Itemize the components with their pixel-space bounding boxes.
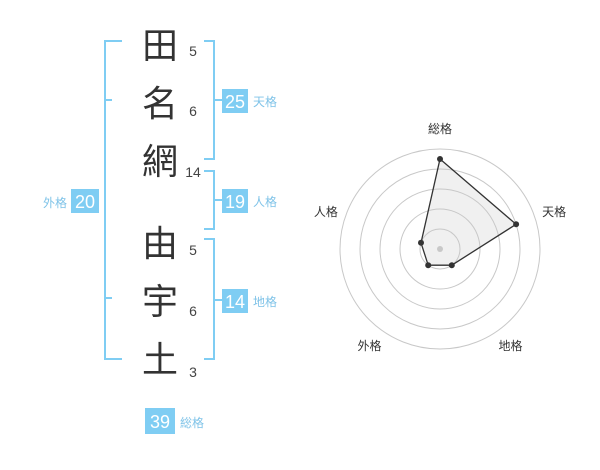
character-4: 由 (142, 224, 178, 265)
gaikaku-bracket (104, 40, 122, 360)
radar-axis-label-5: 人格 (314, 204, 338, 219)
radar-ring-5 (339, 148, 541, 350)
character-2: 名 (142, 84, 178, 125)
character-5: 宇 (142, 282, 178, 323)
stroke-count-1: 5 (189, 43, 197, 59)
jinkaku-value: 19 (225, 192, 245, 212)
radar-point-5 (418, 239, 424, 246)
radar-axis-label-3: 地格 (498, 338, 522, 353)
stroke-count-6: 3 (189, 364, 197, 380)
brackets (104, 40, 222, 360)
soukaku-value: 39 (150, 412, 170, 432)
radar-polygon (420, 157, 518, 266)
radar-point-4 (425, 262, 432, 269)
stroke-count-5: 6 (189, 303, 197, 319)
soukaku-badge: 39 総格 (145, 408, 204, 434)
chikaku-label: 地格 (253, 294, 277, 309)
jinkaku-label: 人格 (253, 194, 277, 209)
jinkaku-badge: 19 人格 (222, 189, 277, 213)
stroke-count-4: 5 (189, 242, 197, 258)
radar-axis-label-1: 総格 (428, 121, 452, 136)
chikaku-bracket (204, 238, 222, 360)
soukaku-label: 総格 (180, 415, 204, 430)
tenkaku-label: 天格 (253, 94, 277, 109)
radar-ring-2 (399, 208, 481, 290)
radar-point-1 (437, 156, 443, 162)
character-1: 田 (142, 26, 178, 67)
radar-axis-label-4: 外格 (357, 338, 381, 353)
radar-rings (339, 148, 541, 350)
tenkaku-badge: 25 天格 (222, 89, 277, 113)
chikaku-badge: 14 地格 (222, 289, 277, 313)
tenkaku-bracket (204, 40, 222, 160)
radar-center-dot (437, 246, 443, 252)
radar-point-2 (513, 221, 520, 228)
gaikaku-label: 外格 (43, 195, 67, 210)
tenkaku-value: 25 (225, 92, 245, 112)
stroke-counts: 5 6 14 5 6 3 (185, 43, 201, 380)
character-column: 田 名 網 由 宇 土 (142, 26, 178, 381)
radar-points (418, 156, 520, 269)
radar-point-3 (448, 262, 455, 269)
chikaku-value: 14 (225, 292, 245, 312)
jinkaku-bracket (204, 170, 222, 230)
gaikaku-badge: 外格 20 (43, 189, 99, 213)
character-3: 網 (142, 142, 178, 183)
radar-ring-3 (379, 188, 501, 310)
radar-ring-1 (419, 228, 461, 270)
radar-axis-label-2: 天格 (542, 204, 566, 219)
stroke-count-3: 14 (185, 164, 201, 180)
radar-ring-4 (359, 168, 521, 330)
gaikaku-value: 20 (75, 192, 95, 212)
stroke-count-2: 6 (189, 103, 197, 119)
character-6: 土 (142, 340, 178, 381)
